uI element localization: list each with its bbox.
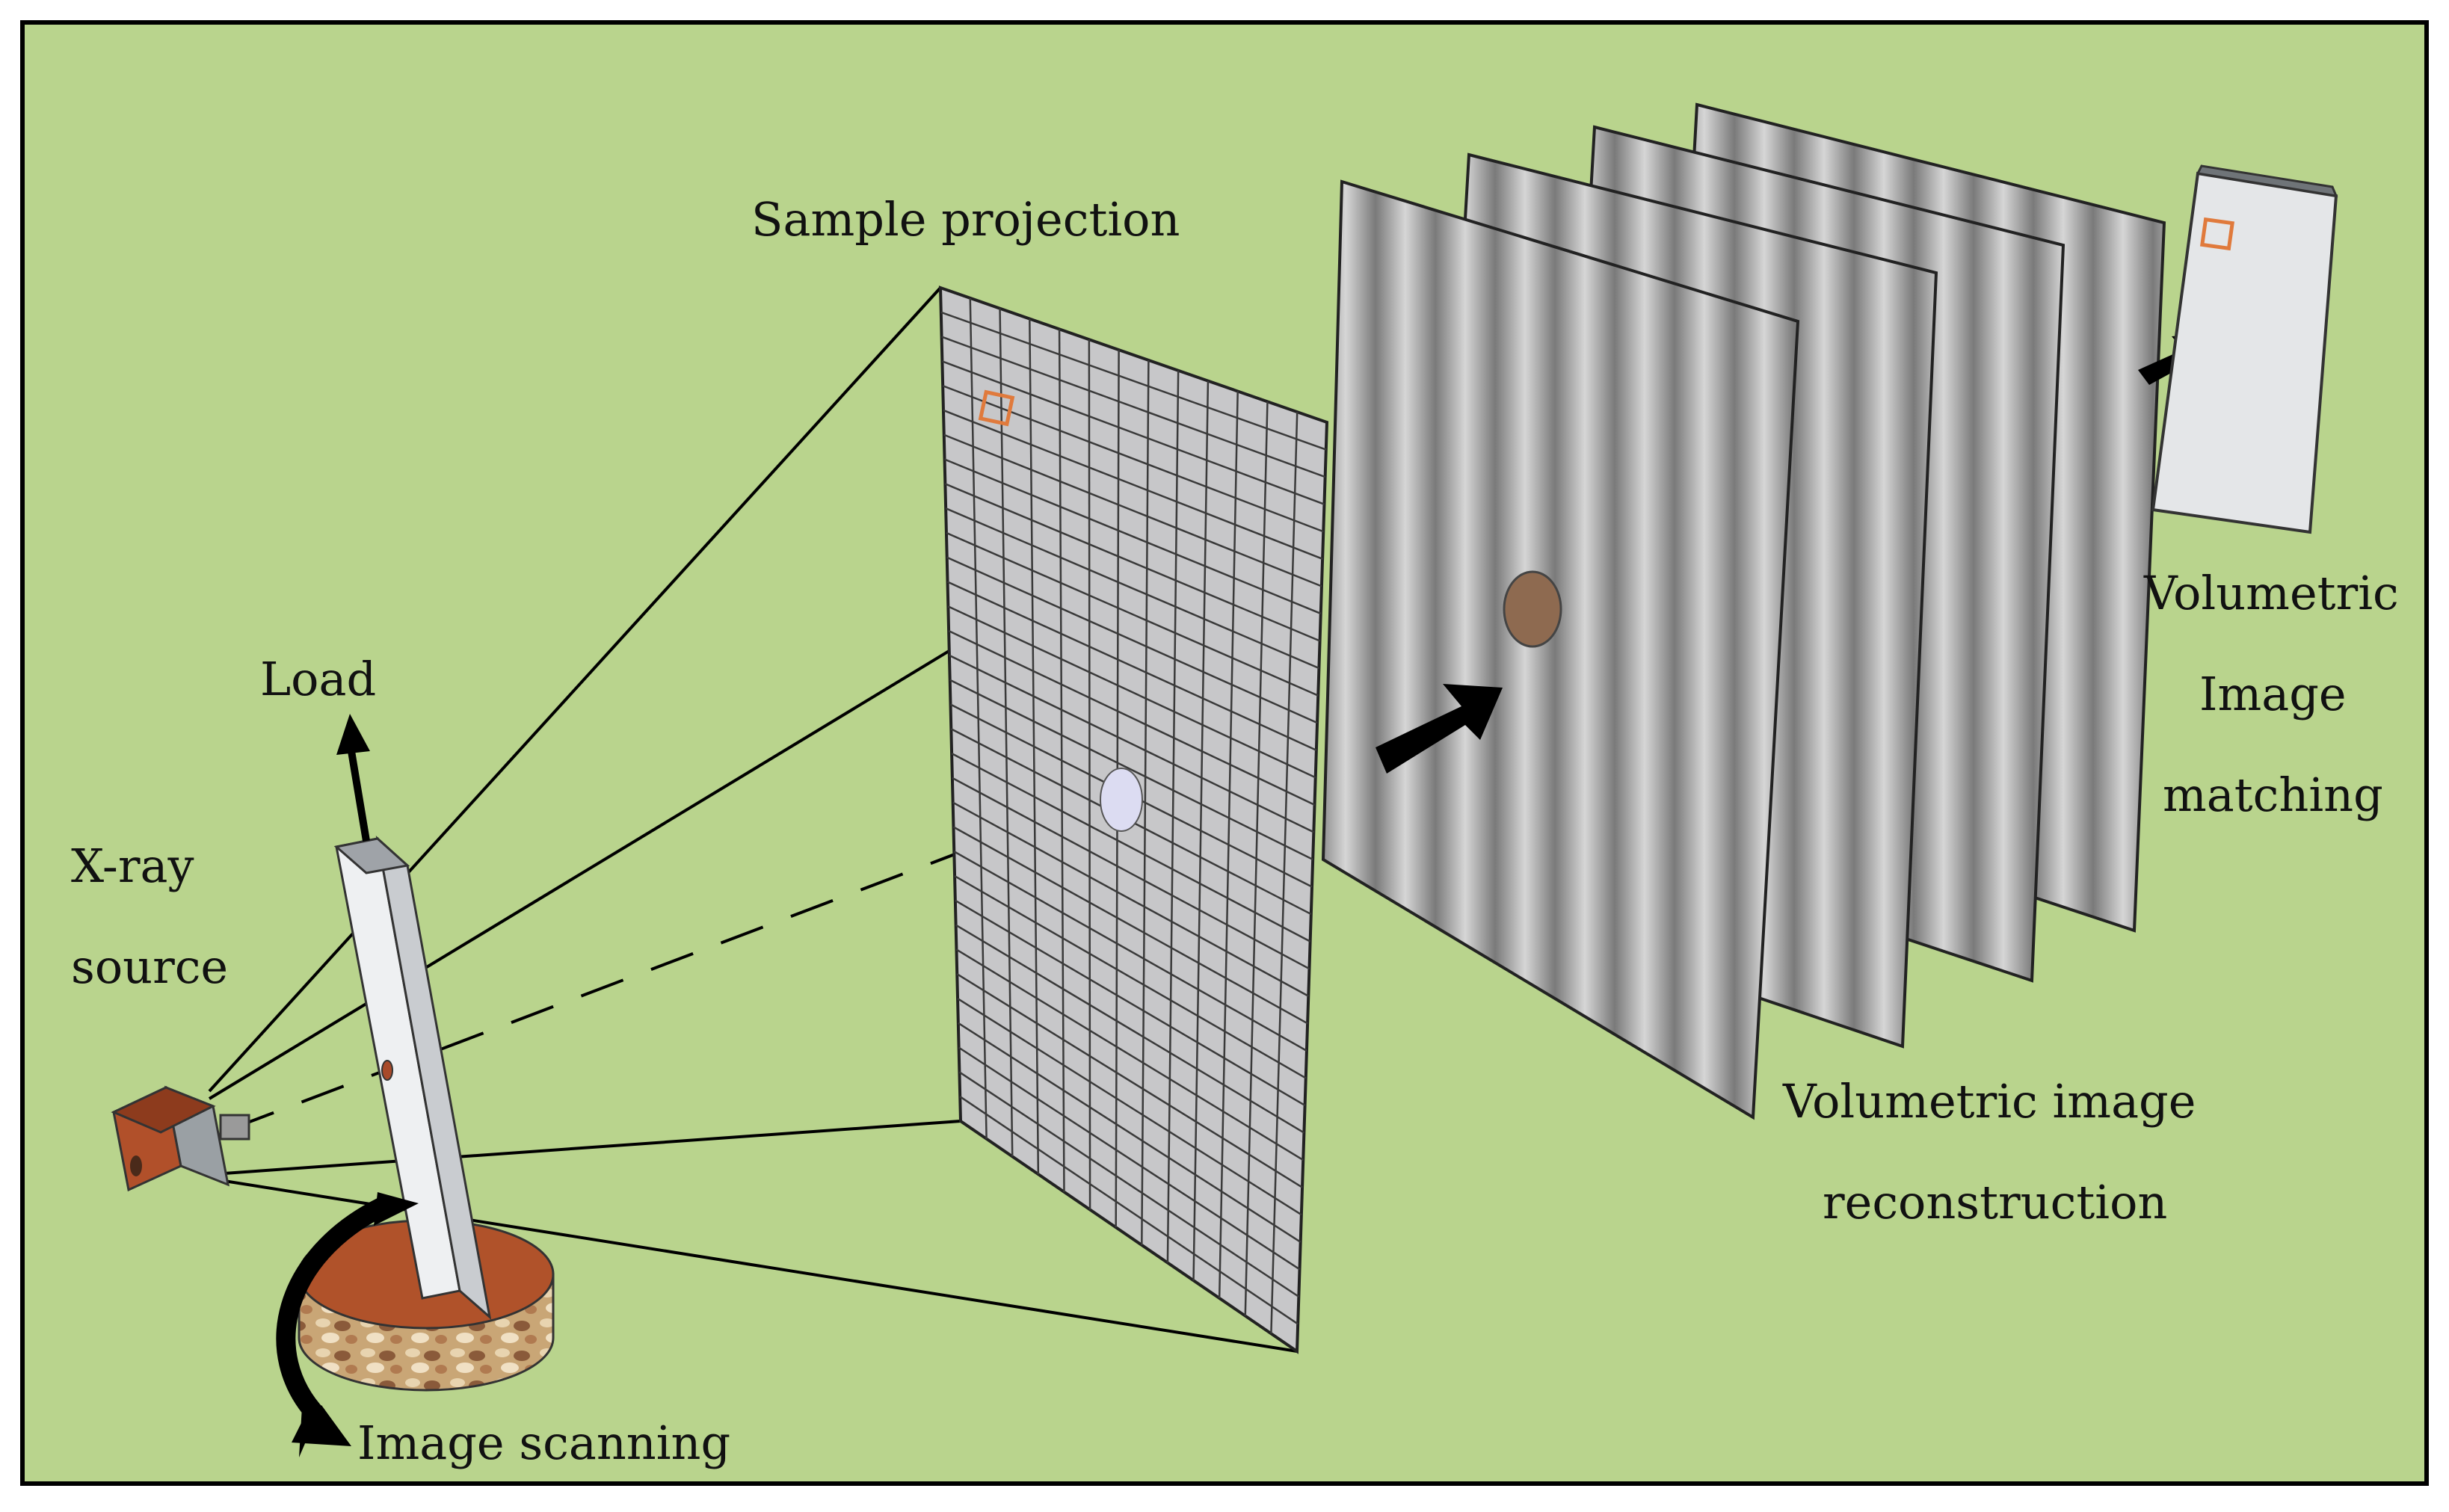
projection-grid-plane xyxy=(938,286,1329,1354)
grid-line-horizontal xyxy=(959,1096,1299,1325)
grid-line-horizontal xyxy=(952,801,1309,997)
grid-line-horizontal xyxy=(958,1046,1301,1271)
reconstruction-slices xyxy=(1321,102,2166,1120)
grid-line-horizontal xyxy=(946,531,1319,697)
volumetric-block-icon xyxy=(2151,164,2338,534)
grid-line-horizontal xyxy=(941,336,1326,478)
sample-projection-label: Sample projection xyxy=(751,192,1180,247)
grid-line-horizontal xyxy=(957,997,1302,1216)
grid-line-horizontal xyxy=(944,458,1322,615)
grid-line-horizontal xyxy=(955,948,1304,1161)
grid-line-horizontal xyxy=(953,851,1307,1052)
reconstruction-label-line2: reconstruction xyxy=(1823,1175,2167,1229)
grid-line-horizontal xyxy=(943,409,1323,560)
matching-label-line3: matching xyxy=(2163,768,2383,822)
specimen-bar-icon xyxy=(333,835,492,1320)
reconstruction-label-line1: Volumetric image xyxy=(1782,1074,2196,1129)
grid-line-horizontal xyxy=(958,1071,1300,1297)
xray-source-icon xyxy=(111,1085,250,1192)
load-label: Load xyxy=(260,652,376,706)
grid-line-horizontal xyxy=(958,1022,1301,1243)
grid-line-horizontal xyxy=(952,826,1308,1025)
reconstruction-arrow xyxy=(1376,684,1503,774)
grid-line-horizontal xyxy=(940,311,1327,451)
grid-line-horizontal xyxy=(941,360,1325,505)
projection-marker xyxy=(978,389,1015,427)
grid-line-horizontal xyxy=(948,629,1316,806)
xray-source-label-line2: source xyxy=(71,939,228,994)
grid-line-horizontal xyxy=(955,924,1305,1134)
grid-line-horizontal xyxy=(949,679,1313,861)
grid-line-horizontal xyxy=(946,556,1318,724)
grid-line-horizontal xyxy=(942,385,1324,533)
grid-line-horizontal xyxy=(954,874,1307,1079)
load-arrow xyxy=(336,714,370,842)
grid-line-horizontal xyxy=(944,483,1321,642)
grid-line-horizontal xyxy=(945,507,1319,670)
grid-line-horizontal xyxy=(949,654,1314,833)
grid-line-horizontal xyxy=(947,605,1316,779)
matching-marker xyxy=(2199,217,2235,251)
grid-line-horizontal xyxy=(947,581,1317,751)
grid-line-horizontal xyxy=(955,899,1306,1107)
grid-line-horizontal xyxy=(956,973,1303,1188)
matching-label-line2: Image xyxy=(2199,667,2347,721)
rotation-arrow xyxy=(276,1192,419,1457)
grid-line-horizontal xyxy=(952,777,1310,970)
grid-line-horizontal xyxy=(943,433,1322,587)
xray-source-label-line1: X-ray xyxy=(71,839,194,893)
matching-label-line1: Volumetric xyxy=(2143,566,2399,620)
grid-line-horizontal xyxy=(951,752,1311,942)
image-scanning-label: Image scanning xyxy=(357,1416,730,1470)
